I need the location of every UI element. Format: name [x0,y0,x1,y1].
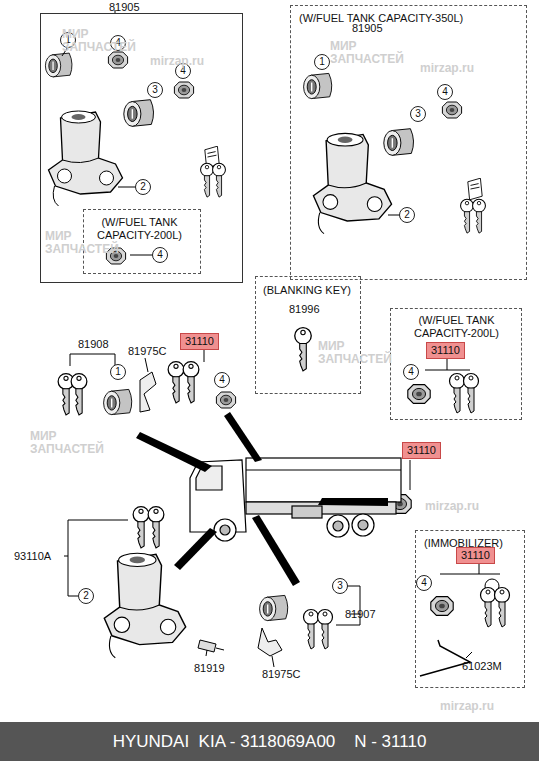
variant-box: (W/FUEL TANK CAPACITY-350L) [290,5,527,280]
part-number: 81975C [262,668,301,681]
callout-number: 2 [78,588,94,604]
part-number: 81905 [352,22,383,35]
box-title: (BLANKING KEY) [263,284,351,297]
watermark: МИР ЗАПЧАСТЕЙ [30,430,110,456]
callout-number: 1 [314,54,330,70]
part-number: 31110 [461,549,490,562]
callout-number: 2 [135,179,151,195]
callout-number: 4 [416,575,432,591]
variant-box: (BLANKING KEY) [255,276,361,394]
callout-number: 1 [110,364,126,380]
part-number: 81996 [289,303,320,316]
callout-number: 3 [147,82,163,98]
watermark: МИР ЗАПЧАСТЕЙ [330,40,410,66]
watermark: mirzap.ru [150,55,230,68]
callout-number: 2 [399,207,415,223]
part-number: 81908 [78,338,109,351]
part-number: 93110A [14,550,51,563]
callout-number: 4 [214,372,230,388]
box-title: 81905 [109,1,140,14]
box-title: (W/FUEL TANK CAPACITY-200L) [92,216,187,242]
watermark: mirzap.ru [425,500,505,513]
callout-number: 3 [410,106,426,122]
part-number: 81919 [194,662,225,675]
watermark: mirzap.ru [440,700,520,713]
callout-number: 4 [437,84,453,100]
watermark: МИР ЗАПЧАСТЕЙ [62,28,142,54]
watermark: МИР ЗАПЧАСТЕЙ [45,230,125,256]
callout-number: 4 [152,247,168,263]
part-number: 81907 [345,608,376,621]
part-number: 61023M [462,660,502,673]
part-number-box: 31110 [456,547,495,564]
part-number: 31110 [407,444,436,457]
box-title: (W/FUEL TANK CAPACITY-200L) [409,314,504,340]
part-number: 31110 [431,344,460,357]
callout-number: 4 [403,364,419,380]
watermark: МИР ЗАПЧАСТЕЙ [318,340,398,366]
part-number-box: 31110 [402,442,441,459]
variant-box: (W/FUEL TANK CAPACITY-200L) [83,209,201,274]
part-number: 31110 [185,335,214,348]
part-number: 81975C [128,345,167,358]
callout-number: 3 [332,578,348,594]
part-number-box: 31110 [426,342,465,359]
watermark: mirzap.ru [420,62,500,75]
part-number-box: 31110 [180,333,219,350]
caption-band: HYUNDAI KIA - 3118069A00 N - 31110 [0,722,539,761]
